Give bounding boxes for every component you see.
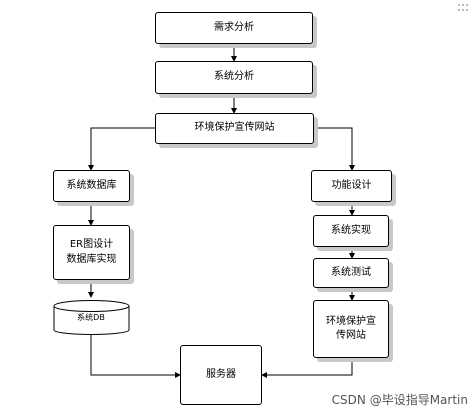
node-label: 系统实现 xyxy=(331,224,371,236)
node-env-site-top: 环境保护宣传网站 xyxy=(155,113,314,144)
node-function-design: 功能设计 xyxy=(311,170,392,202)
node-label: ER图设计 数据库实现 xyxy=(66,239,117,265)
node-system-database: 系统数据库 xyxy=(53,170,130,202)
node-env-site-bottom: 环境保护宣 传网站 xyxy=(313,300,389,358)
arrow-site-to-function-design xyxy=(314,127,355,171)
corner-drag-icon xyxy=(458,4,468,11)
node-label: 系统测试 xyxy=(331,266,371,278)
watermark: CSDN @毕设指导Martin xyxy=(331,393,468,407)
node-label: 功能设计 xyxy=(331,179,372,191)
database-cylinder-icon xyxy=(53,300,130,335)
node-label: 系统数据库 xyxy=(66,179,117,191)
node-system-impl: 系统实现 xyxy=(313,215,389,247)
node-label: 环境保护宣 传网站 xyxy=(326,315,376,342)
node-label: 需求分析 xyxy=(214,21,254,33)
arrow-site-to-system-database xyxy=(88,127,155,171)
node-label: 系统分析 xyxy=(214,71,254,83)
db-label: 系统DB xyxy=(77,313,105,322)
arrow-site-to-server xyxy=(261,358,353,378)
arrow-db-to-server xyxy=(90,334,181,378)
node-system-analysis: 系统分析 xyxy=(155,61,313,94)
node-server: 服务器 xyxy=(180,345,262,405)
node-system-test: 系统测试 xyxy=(313,258,389,288)
node-label: 环境保护宣传网站 xyxy=(194,122,275,134)
node-er-design: ER图设计 数据库实现 xyxy=(53,225,130,280)
node-requirement-analysis: 需求分析 xyxy=(155,12,313,44)
node-label: 服务器 xyxy=(206,368,236,380)
